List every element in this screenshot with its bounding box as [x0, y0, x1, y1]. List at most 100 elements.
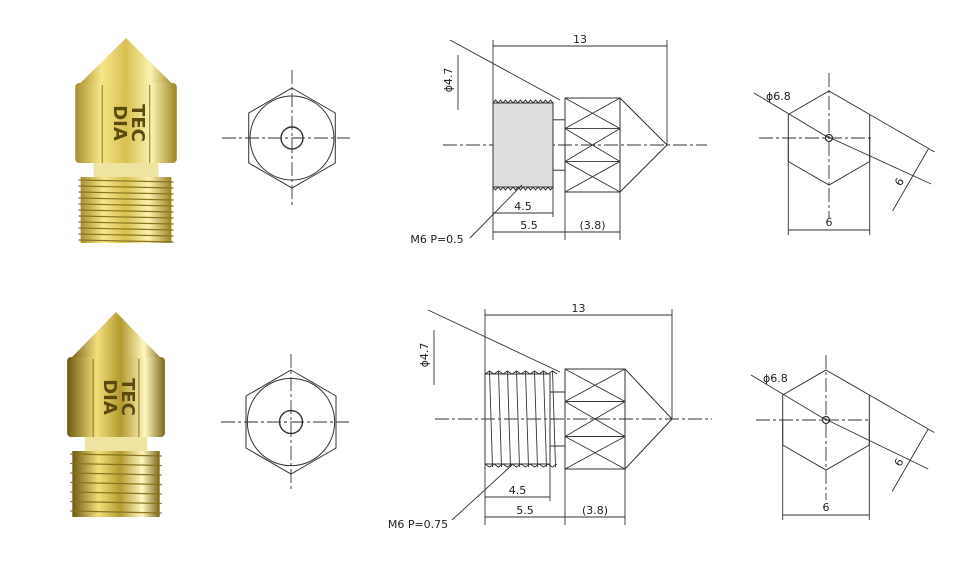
thread-groove [78, 209, 174, 213]
extension-line [869, 394, 935, 433]
dim-thread-length-label: 4.5 [514, 200, 532, 213]
thread-groove [70, 453, 162, 457]
thread-line [507, 370, 511, 468]
thread-groove [70, 462, 162, 467]
logo-text: TEC [117, 378, 138, 416]
nozzle-cone [77, 38, 175, 86]
hex-face-cross [564, 97, 621, 129]
side-view: 13 4.5 5.5 (3.8) M6 P=0.75 ϕ4.7 [388, 302, 712, 531]
thread-crest [522, 99, 529, 191]
thread-groove [78, 203, 174, 207]
hex-outline [245, 369, 337, 475]
thread-crest [507, 99, 514, 191]
thread-section [492, 102, 554, 188]
thread-crest [497, 99, 504, 191]
dim-line-across [892, 148, 929, 212]
thread-spec-label: M6 P=0.75 [388, 518, 448, 531]
dim-hex-length-label: (3.8) [582, 504, 608, 517]
thread-crest [532, 99, 539, 191]
front-view [221, 354, 349, 492]
thread-groove [78, 227, 174, 231]
thread-groove [78, 215, 174, 219]
hex-end-view: ϕ6.8 6 6 [750, 355, 935, 520]
thread-spec-label: M6 P=0.5 [410, 233, 463, 246]
dim-overall-label: 13 [572, 302, 586, 315]
hex-diameter-label: ϕ6.8 [766, 90, 791, 103]
hex-diameter-label: ϕ6.8 [763, 372, 788, 385]
hex-outline [787, 90, 871, 186]
thread-groove [78, 191, 174, 195]
thread-line [516, 370, 520, 468]
hex-face-cross [564, 161, 621, 193]
leader-line [469, 184, 523, 239]
hex-face-cross [564, 128, 621, 162]
diameter-label: ϕ4.7 [442, 68, 455, 93]
thread-line [489, 370, 493, 468]
logo-text: DIA [109, 105, 130, 141]
nozzle-hex-body [67, 357, 165, 437]
thread-crest [542, 99, 549, 191]
thread-crest [502, 99, 509, 191]
thread-groove [78, 239, 174, 243]
thread-line [525, 370, 529, 468]
hex-face-cross [564, 368, 626, 402]
hex-face-cross [564, 401, 626, 437]
nozzle-neck [84, 437, 148, 451]
dim-body-length-label: 5.5 [520, 219, 538, 232]
thread-groove [78, 221, 174, 225]
chamfer-circle [246, 377, 336, 467]
thread-crest [547, 99, 554, 191]
thread-groove [70, 510, 162, 514]
hex-diameter-leader [753, 92, 830, 139]
nozzle-neck [93, 163, 159, 177]
dim-overall-label: 13 [573, 33, 587, 46]
thread-crest [537, 99, 544, 191]
hex-face-cross [564, 436, 626, 470]
orifice-circle [821, 415, 831, 425]
thread-groove [70, 472, 162, 476]
hex-across-label: 6 [892, 176, 907, 189]
hex-width-label: 6 [823, 501, 830, 514]
dim-hex-length-label: (3.8) [579, 219, 605, 232]
nozzle-thread [70, 451, 162, 517]
dim-body-length-label: 5.5 [516, 504, 534, 517]
dim-thread-length-label: 4.5 [509, 484, 527, 497]
hex-width-label: 6 [826, 216, 833, 229]
thread-crest [527, 99, 534, 191]
extension-line [820, 416, 929, 470]
logo-text: TEC [127, 104, 148, 142]
hex-across-label: 6 [892, 456, 907, 469]
side-view: 13 4.5 5.5 (3.8) M6 P=0.5 ϕ4.7 [410, 33, 707, 246]
thread-groove [78, 179, 174, 183]
front-view [222, 70, 350, 208]
thread-groove [70, 500, 162, 505]
extension-line [869, 114, 935, 153]
extension-line [823, 134, 932, 185]
thread-groove [78, 185, 174, 189]
hex-diameter-leader [750, 374, 827, 421]
diameter-label: ϕ4.7 [418, 343, 431, 368]
logo-text: DIA [99, 379, 120, 415]
diameter-leader [427, 309, 561, 373]
thread-line [498, 370, 502, 468]
bore-circle [280, 126, 304, 150]
thread-groove [78, 197, 174, 201]
hex-outline [248, 87, 336, 189]
dim-line-across [891, 428, 929, 492]
thread-groove [70, 481, 162, 486]
thread-crest [512, 99, 519, 191]
hex-end-view: ϕ6.8 6 6 [753, 73, 935, 235]
thread-line [534, 370, 538, 468]
orifice-circle [824, 133, 834, 143]
nozzle-thread [78, 177, 174, 243]
thread-line [543, 370, 547, 468]
bore-circle [278, 409, 304, 435]
thread-groove [70, 491, 162, 495]
